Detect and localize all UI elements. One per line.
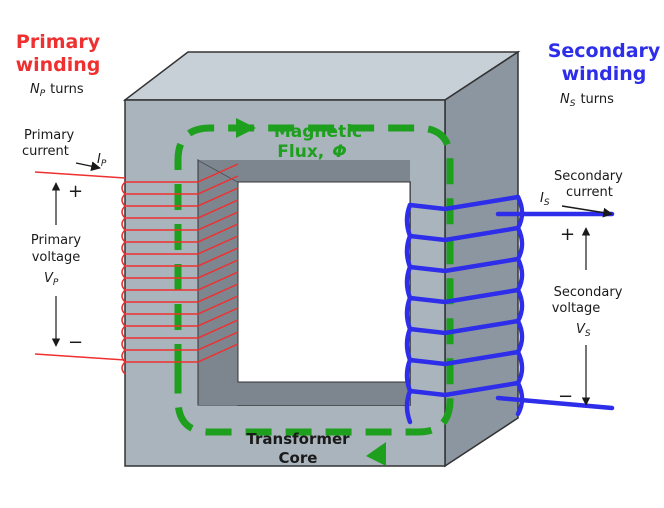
primary-voltage-symbol: VP (44, 271, 59, 288)
flux-arrow-bottom (366, 442, 386, 466)
primary-voltage-line2: voltage (32, 250, 81, 265)
secondary-turn-curl-right (515, 318, 525, 355)
secondary-turn-curl (404, 202, 413, 239)
primary-turn (125, 199, 239, 219)
primary-turn-curl (121, 217, 126, 231)
primary-plus: + (68, 181, 83, 202)
secondary-turn-curl (404, 388, 413, 425)
primary-turn-curl (121, 205, 126, 219)
core-window-bottom-wall (198, 382, 410, 405)
secondary-turn (407, 287, 521, 305)
secondary-turn (407, 380, 521, 398)
secondary-turn (407, 318, 521, 336)
secondary-turn-curl (404, 357, 413, 394)
core-label-line1: Transformer (246, 430, 350, 448)
primary-turn (125, 247, 239, 267)
primary-turn-curl (121, 325, 126, 339)
primary-turn (125, 175, 239, 195)
primary-current-symbol: IP (97, 152, 107, 169)
primary-minus: − (68, 332, 83, 353)
primary-turn (125, 187, 239, 207)
secondary-winding (404, 194, 525, 425)
primary-turn-curl (121, 301, 126, 315)
primary-title-line2: winding (16, 54, 101, 76)
core-label-line2: Core (279, 449, 318, 467)
primary-current-line1: Primary (24, 128, 75, 143)
primary-turn-curl (121, 229, 126, 243)
primary-voltage-line1: Primary (31, 233, 82, 248)
secondary-turn-curl (404, 264, 413, 301)
secondary-turn (407, 194, 521, 212)
secondary-lead-bottom (495, 395, 615, 411)
primary-turn-curl (121, 289, 126, 303)
primary-turn (125, 259, 239, 279)
flux-label-line2: Flux,Φ (277, 142, 346, 162)
secondary-voltage-line2: voltage (552, 301, 601, 316)
primary-lead-top (34, 171, 126, 179)
primary-current-arrow (75, 161, 101, 171)
primary-turn-curl (121, 265, 126, 279)
flux-arrow-top (236, 118, 256, 138)
primary-turn-curl (121, 193, 126, 207)
secondary-turn (407, 349, 521, 367)
secondary-title-line2: winding (562, 63, 647, 85)
primary-turn-curl (121, 181, 126, 195)
secondary-turn-curl-right (515, 287, 525, 324)
secondary-current-line1: Secondary (554, 169, 623, 184)
secondary-turn-curl (404, 295, 413, 332)
secondary-minus: − (558, 386, 573, 407)
flux-path (174, 124, 454, 436)
primary-turn (125, 295, 239, 315)
secondary-turn-curl-right (515, 349, 525, 386)
primary-lead-bottom (34, 353, 126, 361)
secondary-turn (407, 256, 521, 274)
primary-turn (125, 271, 239, 291)
secondary-current-line2: current (566, 185, 613, 200)
primary-turn (125, 283, 239, 303)
primary-turn (125, 319, 239, 339)
secondary-current-symbol: IS (540, 191, 550, 208)
secondary-voltage-symbol: VS (576, 322, 591, 339)
core-window-opening (237, 181, 411, 383)
primary-turn-curl (121, 337, 126, 351)
primary-turn (125, 343, 239, 363)
primary-turn (125, 235, 239, 255)
primary-title-line1: Primary (16, 31, 101, 53)
primary-turn-curl (121, 349, 126, 363)
secondary-title-line1: Secondary (548, 40, 661, 62)
flux-label-line1: Magnetic (274, 122, 362, 142)
primary-turn (125, 331, 239, 351)
primary-turn (125, 307, 239, 327)
core-window-top-lip (198, 160, 410, 182)
secondary-turn (407, 225, 521, 243)
secondary-turn-curl (404, 233, 413, 270)
primary-turn-curl (121, 253, 126, 267)
secondary-voltage-line1: Secondary (554, 285, 623, 300)
secondary-turn-curl-right (515, 225, 525, 262)
primary-turn (125, 211, 239, 231)
primary-turn (125, 163, 239, 183)
primary-turn-curl (121, 241, 126, 255)
primary-current-line2: current (22, 144, 69, 159)
primary-winding-front (121, 163, 239, 375)
secondary-turn-curl-right (515, 256, 525, 293)
secondary-plus: + (560, 224, 575, 245)
secondary-current-arrow (561, 205, 613, 218)
primary-turn-curl (121, 313, 126, 327)
primary-turn (125, 223, 239, 243)
secondary-turn-curl (404, 326, 413, 363)
primary-turn-curl (121, 277, 126, 291)
primary-turn-curl (121, 361, 126, 375)
